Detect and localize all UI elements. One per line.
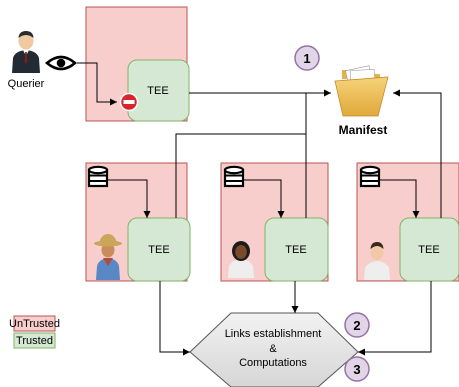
querier-label: Querier — [8, 78, 45, 90]
step-3-label: 3 — [353, 362, 360, 377]
owner-2-tee-label: TEE — [285, 244, 306, 256]
eye-icon — [45, 55, 77, 71]
woman-avatar-icon — [228, 241, 254, 278]
database-icon — [87, 165, 109, 188]
owner-1-tee-label: TEE — [148, 244, 169, 256]
owner-1-tee-to-manifest-edge — [175, 133, 306, 218]
step-1-badge — [294, 45, 320, 71]
step-3-badge — [344, 356, 370, 382]
legend-trusted-swatch — [13, 332, 56, 349]
step-1-label: 1 — [303, 51, 310, 66]
manifest-label: Manifest — [339, 123, 388, 137]
farmer-avatar-icon — [94, 234, 122, 280]
querier-access-edge — [77, 62, 117, 106]
owner-2-tee-box — [264, 217, 329, 282]
querier-avatar-icon — [12, 31, 40, 73]
owner-3-tee-label: TEE — [418, 244, 439, 256]
owner-2-db-to-tee-edge — [243, 179, 285, 218]
owner-3-tee-to-manifest-edge — [393, 89, 442, 218]
owner-1-tee-box — [127, 217, 191, 282]
legend-trusted-label: Trusted — [16, 335, 53, 347]
owner-1-db-to-tee-edge — [107, 179, 151, 218]
no-entry-icon — [119, 92, 139, 112]
links-line-1: Links establishment — [225, 328, 322, 340]
owner-3-tee-box — [399, 217, 459, 282]
step-2-badge — [344, 312, 370, 338]
querier-tee-box — [127, 59, 190, 122]
man-avatar-icon — [364, 242, 390, 280]
legend-untrusted-swatch — [13, 315, 56, 332]
manifest-folder-icon — [334, 65, 389, 117]
owner-1-tee-to-links-edge — [159, 281, 190, 356]
legend-untrusted-label: UnTrusted — [9, 318, 60, 330]
querier-tee-label: TEE — [147, 85, 168, 97]
step-2-label: 2 — [353, 318, 360, 333]
database-icon — [223, 165, 245, 188]
owner-3-db-to-tee-edge — [379, 179, 420, 218]
links-line-3: Computations — [239, 357, 307, 369]
links-line-2: & — [269, 343, 277, 355]
owner-3-tee-to-links-edge — [358, 281, 432, 356]
database-icon — [359, 165, 381, 188]
